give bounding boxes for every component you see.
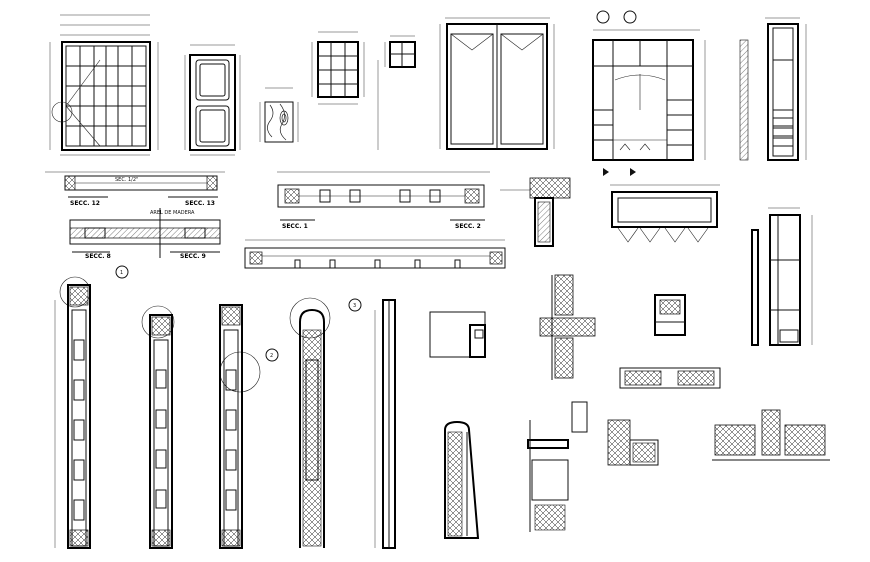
closet-section-right [751,207,813,346]
section-label-8: SECC. 8 [85,253,111,260]
section-label-2: SECC. 2 [455,223,481,230]
section-label-1: SECC. 1 [282,223,308,230]
rail-section-right [619,367,721,389]
long-section-middle [244,239,506,269]
vertical-section-5 [374,299,396,549]
section-1-2: SECC. 1 SECC. 2 [277,171,490,230]
small-window-elevation [377,35,416,150]
svg-text:SEC. 1/2": SEC. 1/2" [115,177,138,183]
svg-text:AREL DE MADERA: AREL DE MADERA [150,210,195,216]
callout-3: 3 [353,303,356,309]
section-label-13: SECC. 13 [185,200,215,207]
glazed-door-elevation [49,14,159,156]
jamb-detail-top [500,177,571,247]
section-label-9: SECC. 9 [180,253,206,260]
jamb-detail-bottom-2 [712,409,830,461]
jamb-detail-bottom-1 [607,419,659,466]
callout-1: 1 [120,270,123,276]
wood-grain-panel [259,87,299,143]
door-frame-profile [444,420,480,539]
closet-section-top-right [739,17,807,161]
jamb-detail-middle [539,274,596,380]
wardrobe-door-elevation [439,17,555,150]
vertical-section-4: 3 [289,297,362,548]
vertical-section-2 [141,305,175,549]
vertical-section-3: 2 [219,304,279,549]
window-grid-elevation [311,31,365,105]
closet-plan-doors [610,184,720,243]
panel-door-elevation [184,44,241,156]
corner-detail [429,311,486,358]
closet-interior-elevation [592,10,706,176]
section-label-12: SECC. 12 [70,200,100,207]
small-box-section [654,294,686,336]
section-8-9: AREL DE MADERA SECC. 8 SECC. 9 [69,208,221,260]
section-12-13: SEC. 1/2" SECC. 12 SECC. 13 [45,171,225,207]
sliding-track-detail [527,401,588,532]
vertical-section-1: 1 [54,265,129,549]
callout-2: 2 [270,353,273,359]
